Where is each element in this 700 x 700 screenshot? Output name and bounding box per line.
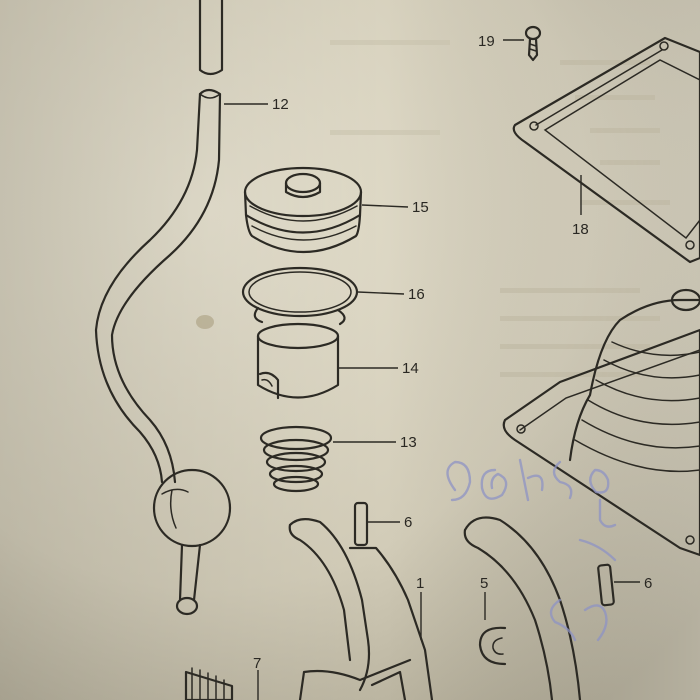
callout-labels: 12 15 16 14 13 6 1 7 5 6 19 18 xyxy=(253,33,652,672)
leader-lines xyxy=(224,39,640,700)
callout-7: 7 xyxy=(253,655,261,672)
callout-13: 13 xyxy=(400,434,417,451)
callout-16: 16 xyxy=(408,286,425,303)
gear-lever-part-12 xyxy=(94,0,232,616)
bushing-part-14 xyxy=(256,322,340,400)
pin-part-6-upper xyxy=(353,501,369,547)
callout-1: 1 xyxy=(416,575,424,592)
selector-fork-right xyxy=(463,516,582,700)
spring-part-7 xyxy=(184,667,234,700)
paper-stain xyxy=(196,315,214,329)
callout-5: 5 xyxy=(480,575,488,592)
circlip-part-16 xyxy=(241,266,359,326)
callout-14: 14 xyxy=(402,360,419,377)
callout-6-right: 6 xyxy=(644,575,652,592)
pin-part-6-right xyxy=(597,563,615,607)
handwritten-annotation xyxy=(446,458,617,642)
show-through-text xyxy=(330,40,670,377)
gasket-frame-part-18 xyxy=(512,36,700,264)
spring-part-13 xyxy=(259,425,333,493)
callout-18: 18 xyxy=(572,221,589,238)
e-clip-part-5 xyxy=(478,626,507,666)
boot-cap-part-15 xyxy=(243,166,363,253)
callout-12: 12 xyxy=(272,96,289,113)
callout-19: 19 xyxy=(478,33,495,50)
callout-15: 15 xyxy=(412,199,429,216)
rubber-gaiter xyxy=(502,288,700,557)
screw-part-19 xyxy=(524,25,542,62)
callout-6-upper: 6 xyxy=(404,514,412,531)
selector-fork-part-1 xyxy=(288,518,434,700)
